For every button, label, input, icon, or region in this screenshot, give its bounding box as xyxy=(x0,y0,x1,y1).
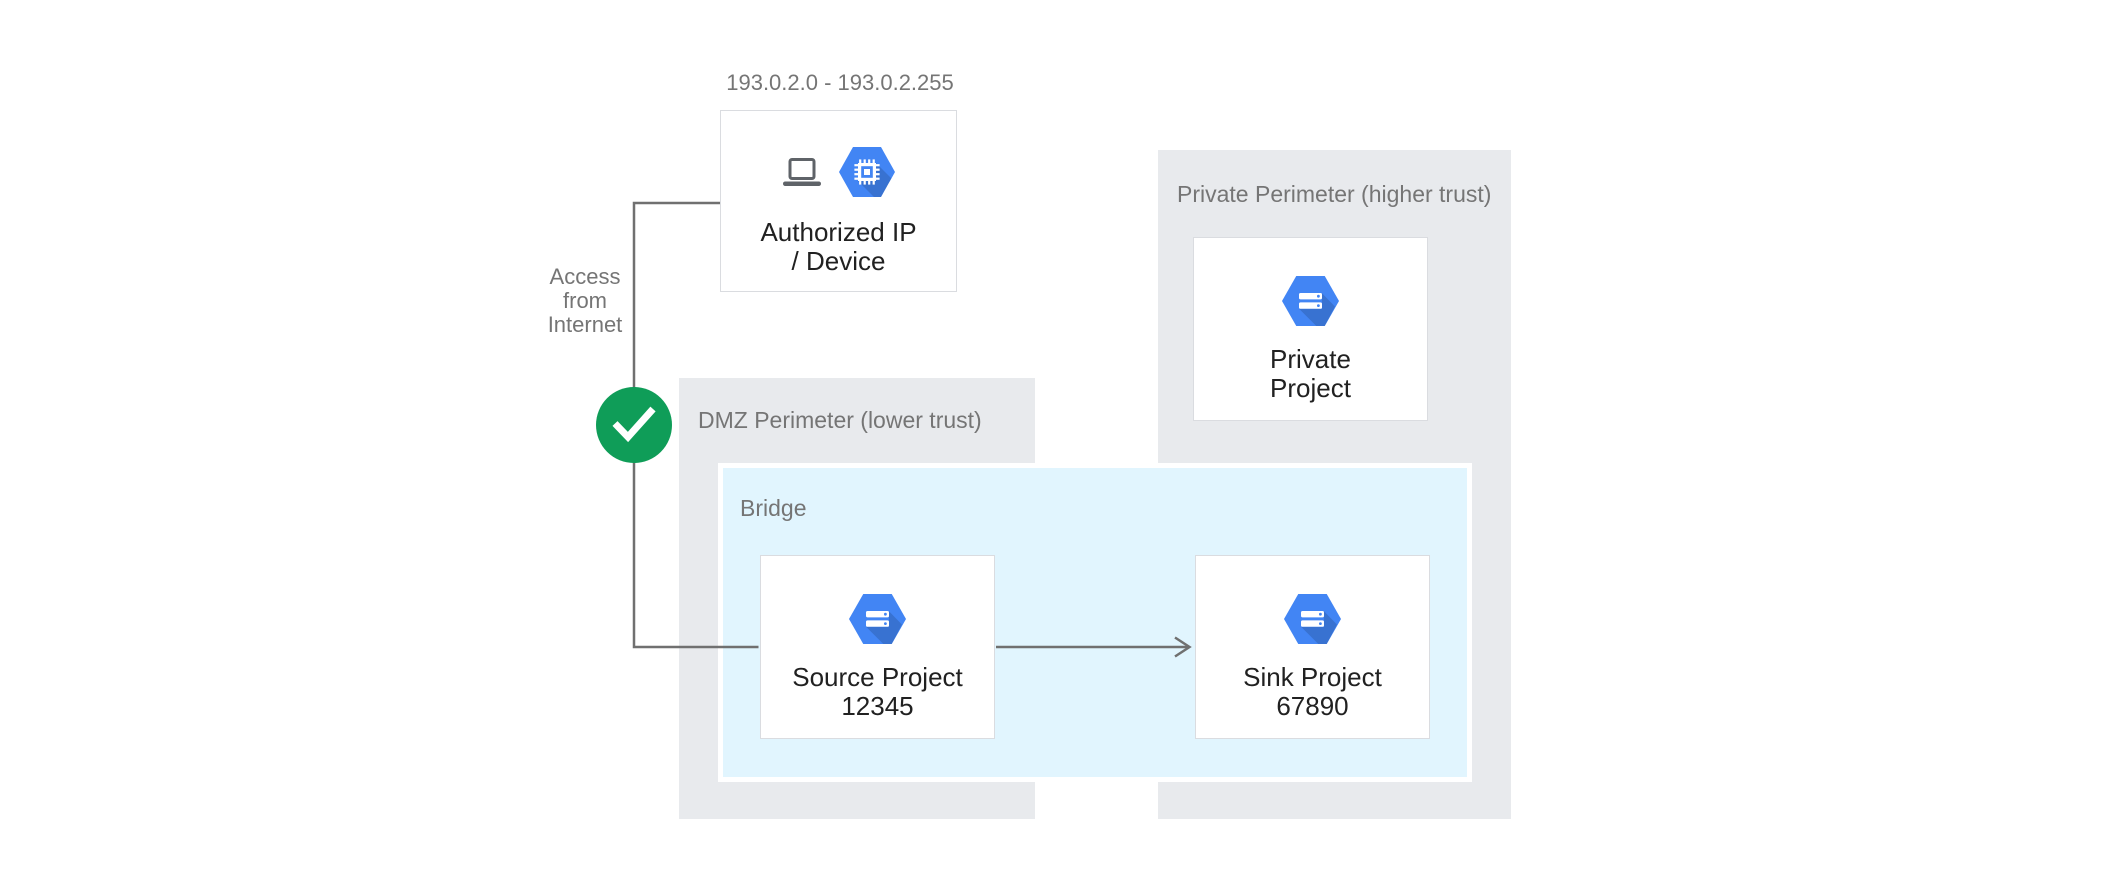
bridge-label: Bridge xyxy=(740,495,807,521)
compute-engine-hexagon-icon xyxy=(838,146,895,202)
access-from-internet-label: Access from Internet xyxy=(535,265,635,337)
laptop-icon xyxy=(782,157,821,191)
dmz-perimeter-label: DMZ Perimeter (lower trust) xyxy=(698,407,982,433)
project-hexagon-icon xyxy=(1284,594,1341,644)
authorized-ip-device-node: Authorized IP / Device xyxy=(720,110,957,292)
private-project-label: Private Project xyxy=(1270,344,1351,403)
ip-range-label: 193.0.2.0 - 193.0.2.255 xyxy=(726,70,954,95)
sink-project-label: Sink Project 67890 xyxy=(1243,662,1382,721)
sink-project-node: Sink Project 67890 xyxy=(1195,555,1430,739)
check-circle-icon xyxy=(596,387,672,463)
source-project-node: Source Project 12345 xyxy=(760,555,995,739)
project-hexagon-icon xyxy=(1282,276,1339,326)
authorized-node-icons xyxy=(782,146,895,202)
access-label-line: Internet xyxy=(547,312,623,337)
private-perimeter-label: Private Perimeter (higher trust) xyxy=(1177,181,1492,207)
private-project-node: Private Project xyxy=(1193,237,1428,421)
authorized-node-label: Authorized IP / Device xyxy=(760,217,917,276)
access-label-line: from xyxy=(563,288,607,313)
project-hexagon-icon xyxy=(849,594,906,644)
access-label-line: Access xyxy=(549,264,621,289)
source-project-label: Source Project 12345 xyxy=(792,662,963,721)
